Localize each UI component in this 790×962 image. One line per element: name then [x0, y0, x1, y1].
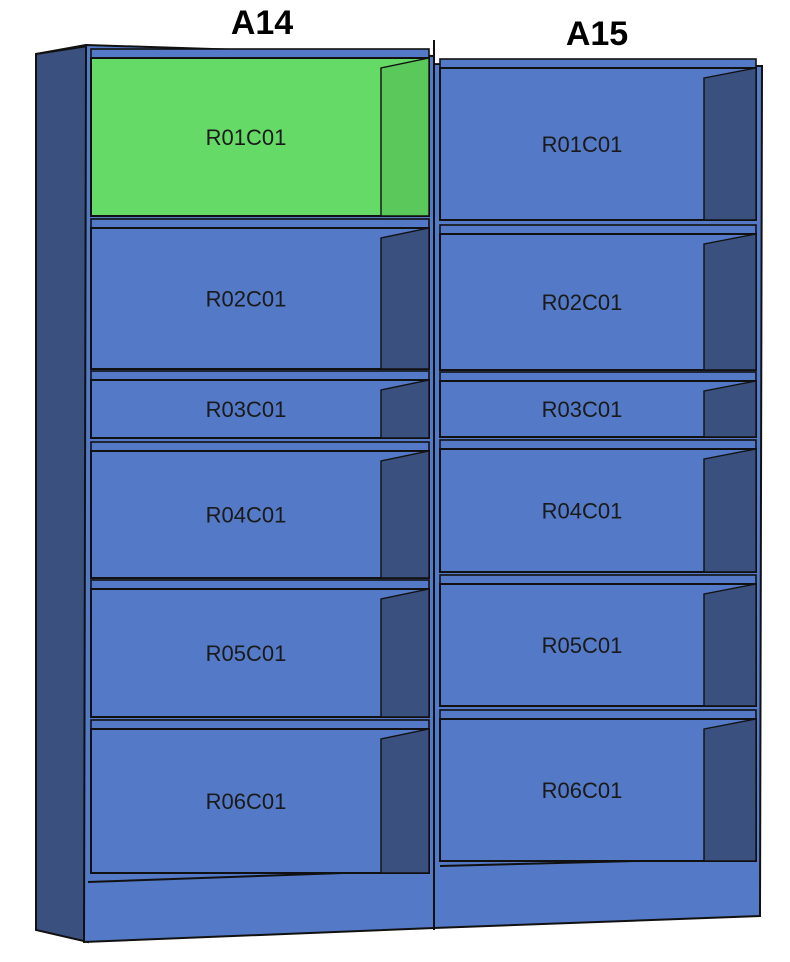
- cell-side-wall: [380, 57, 430, 217]
- shelf-board: [90, 441, 430, 452]
- left-side-panel: [35, 44, 89, 944]
- shelf-cell-a14-r01c01[interactable]: R01C01: [90, 48, 430, 217]
- cell-opening: [90, 588, 430, 718]
- cell-label: R04C01: [542, 499, 623, 524]
- column-titles: A14 A15: [231, 4, 628, 53]
- cell-side-wall: [380, 450, 430, 579]
- cell-side-wall: [703, 233, 757, 371]
- cell-label: R05C01: [206, 641, 287, 666]
- shelf-cell-a14-r03c01[interactable]: R03C01: [90, 370, 430, 439]
- shelf-cell-a14-r04c01[interactable]: R04C01: [90, 441, 430, 579]
- cell-label: R05C01: [542, 633, 623, 658]
- shelf-board: [90, 48, 430, 59]
- shelf-board: [439, 371, 757, 382]
- cell-label: R03C01: [206, 397, 287, 422]
- cell-label: R02C01: [542, 290, 623, 315]
- shelf-board: [90, 579, 430, 590]
- cell-side-wall: [380, 588, 430, 718]
- cell-label: R02C01: [206, 287, 287, 312]
- cell-label: R06C01: [206, 789, 287, 814]
- shelf-cells: R01C01R02C01R03C01R04C01R05C01R06C01R01C…: [90, 48, 757, 874]
- cell-label: R06C01: [542, 778, 623, 803]
- top-edge-left: [35, 44, 87, 55]
- shelf-cell-a14-r05c01[interactable]: R05C01: [90, 579, 430, 718]
- shelf-cell-a15-r03c01[interactable]: R03C01: [439, 371, 757, 438]
- shelf-cell-a15-r01c01[interactable]: R01C01: [439, 58, 757, 221]
- shelf-cell-a14-r02c01[interactable]: R02C01: [90, 218, 430, 370]
- shelf-board: [439, 58, 757, 69]
- cell-label: R03C01: [542, 397, 623, 422]
- shelf-board: [90, 218, 430, 229]
- cell-opening: [90, 57, 430, 217]
- cell-side-wall: [703, 448, 757, 573]
- cell-label: R01C01: [542, 132, 623, 157]
- column-title-a15: A15: [566, 15, 628, 53]
- shelf-board: [439, 224, 757, 235]
- shelf-cell-a15-r02c01[interactable]: R02C01: [439, 224, 757, 371]
- cell-opening: [90, 227, 430, 370]
- cell-label: R04C01: [206, 503, 287, 528]
- shelf-board: [90, 370, 430, 381]
- cell-label: R01C01: [206, 125, 287, 150]
- cell-opening: [90, 450, 430, 579]
- cell-side-wall: [703, 67, 757, 221]
- shelf-cell-a15-r05c01[interactable]: R05C01: [439, 574, 757, 707]
- cell-side-wall: [703, 583, 757, 707]
- column-title-a14: A14: [231, 4, 293, 42]
- shelf-board: [90, 719, 430, 730]
- cell-side-wall: [380, 379, 430, 439]
- cell-opening: [90, 728, 430, 874]
- shelf-cell-a15-r06c01[interactable]: R06C01: [439, 709, 757, 862]
- shelf-board: [439, 574, 757, 585]
- shelf-cell-a15-r04c01[interactable]: R04C01: [439, 439, 757, 573]
- cell-side-wall: [380, 728, 430, 874]
- cell-side-wall: [703, 380, 757, 438]
- cell-side-wall: [380, 227, 430, 370]
- cell-side-wall: [703, 718, 757, 862]
- shelf-board: [439, 439, 757, 450]
- shelf-cell-a14-r06c01[interactable]: R06C01: [90, 719, 430, 874]
- shelf-board: [439, 709, 757, 720]
